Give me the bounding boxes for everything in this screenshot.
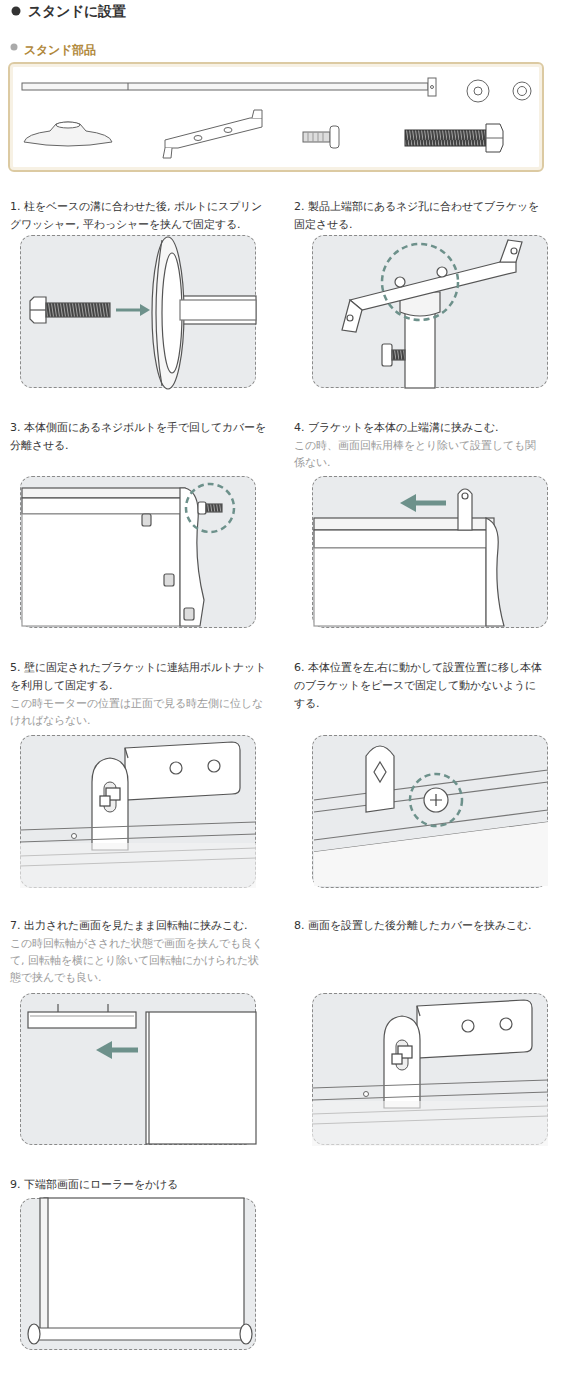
step-text-block: 6. 本体位置を左,右に動かして設置位置に移し本体のブラケットをピースで固定して… [294,659,546,713]
step-instruction: 6. 本体位置を左,右に動かして設置位置に移し本体のブラケットをピースで固定して… [294,659,546,713]
heading-bullet-part [11,44,18,51]
step-instruction: 2. 製品上端部にあるネジ孔に合わせてブラケッを固定させる. [294,198,546,234]
step-text-block: 2. 製品上端部にあるネジ孔に合わせてブラケッを固定させる. [294,198,546,234]
step-instruction: 8. 画面を設置した後分離したカバーを挟みこむ. [294,917,546,935]
step-panel: 9. 下端部画面にローラーをかける [20,1198,256,1350]
page-title: スタンドに設置 [28,2,126,20]
step-panel: 7. 出力された画面を見たまま回転軸に挟みこむ.この時回転軸がさされた状態で画面… [20,993,256,1145]
step-panel: 8. 画面を設置した後分離したカバーを挟みこむ. [312,993,548,1145]
step-text-block: スタンド部品 [24,42,264,58]
step-instruction: 5. 壁に固定されたブラケットに連結用ボルトナットを利用して固定する. [10,659,266,695]
step-instruction: 9. 下端部画面にローラーをかける [10,1176,266,1194]
step-text-block: 4. ブラケットを本体の上端溝に挟みこむ.この時、画面回転用棒をとり除いて設置し… [294,419,546,471]
step-note: この時モーターの位置は正面で見る時左側に位しなければならない. [10,695,266,729]
heading-bullet [11,7,21,51]
step-text-block: 1. 柱をベースの溝に合わせた後, ボルトにスプリングワッシャー, 平わっシャー… [10,198,266,234]
step-panel: 4. ブラケットを本体の上端溝に挟みこむ.この時、画面回転用棒をとり除いて設置し… [312,476,548,628]
step-panel: 6. 本体位置を左,右に動かして設置位置に移し本体のブラケットをピースで固定して… [312,735,548,888]
step-panel: 5. 壁に固定されたブラケットに連結用ボルトナットを利用して固定する.この時モー… [20,735,256,888]
step-note: この時、画面回転用棒をとり除いて設置しても関係ない. [294,437,546,471]
step-panel: 2. 製品上端部にあるネジ孔に合わせてブラケッを固定させる. [312,235,548,388]
step-note: この時回転軸がさされた状態で画面を挟んでも良くて, 回転軸を横にとり除いて回転軸… [10,935,266,986]
step-panel: 1. 柱をベースの溝に合わせた後, ボルトにスプリングワッシャー, 平わっシャー… [20,235,256,388]
step-instruction: 1. 柱をベースの溝に合わせた後, ボルトにスプリングワッシャー, 平わっシャー… [10,198,266,234]
step-panel: 3. 本体側面にあるネジボルトを手で回してカバーを分離させる. [20,476,256,628]
step-text-block: 9. 下端部画面にローラーをかける [10,1176,266,1194]
step-text-block: 5. 壁に固定されたブラケットに連結用ボルトナットを利用して固定する.この時モー… [10,659,266,729]
step-instruction: 3. 本体側面にあるネジボルトを手で回してカバーを分離させる. [10,419,266,455]
step-text-block: 3. 本体側面にあるネジボルトを手で回してカバーを分離させる. [10,419,266,455]
step-instruction: 4. ブラケットを本体の上端溝に挟みこむ. [294,419,546,437]
step-text-block: 7. 出力された画面を見たまま回転軸に挟みこむ.この時回転軸がさされた状態で画面… [10,917,266,986]
step-text-block: 8. 画面を設置した後分離したカバーを挟みこむ. [294,917,546,935]
section-heading: スタンド部品 [24,42,264,58]
parts-box: スタンド部品 [8,62,544,172]
heading-bullet-part [12,7,21,16]
step-instruction: 7. 出力された画面を見たまま回転軸に挟みこむ. [10,917,266,935]
